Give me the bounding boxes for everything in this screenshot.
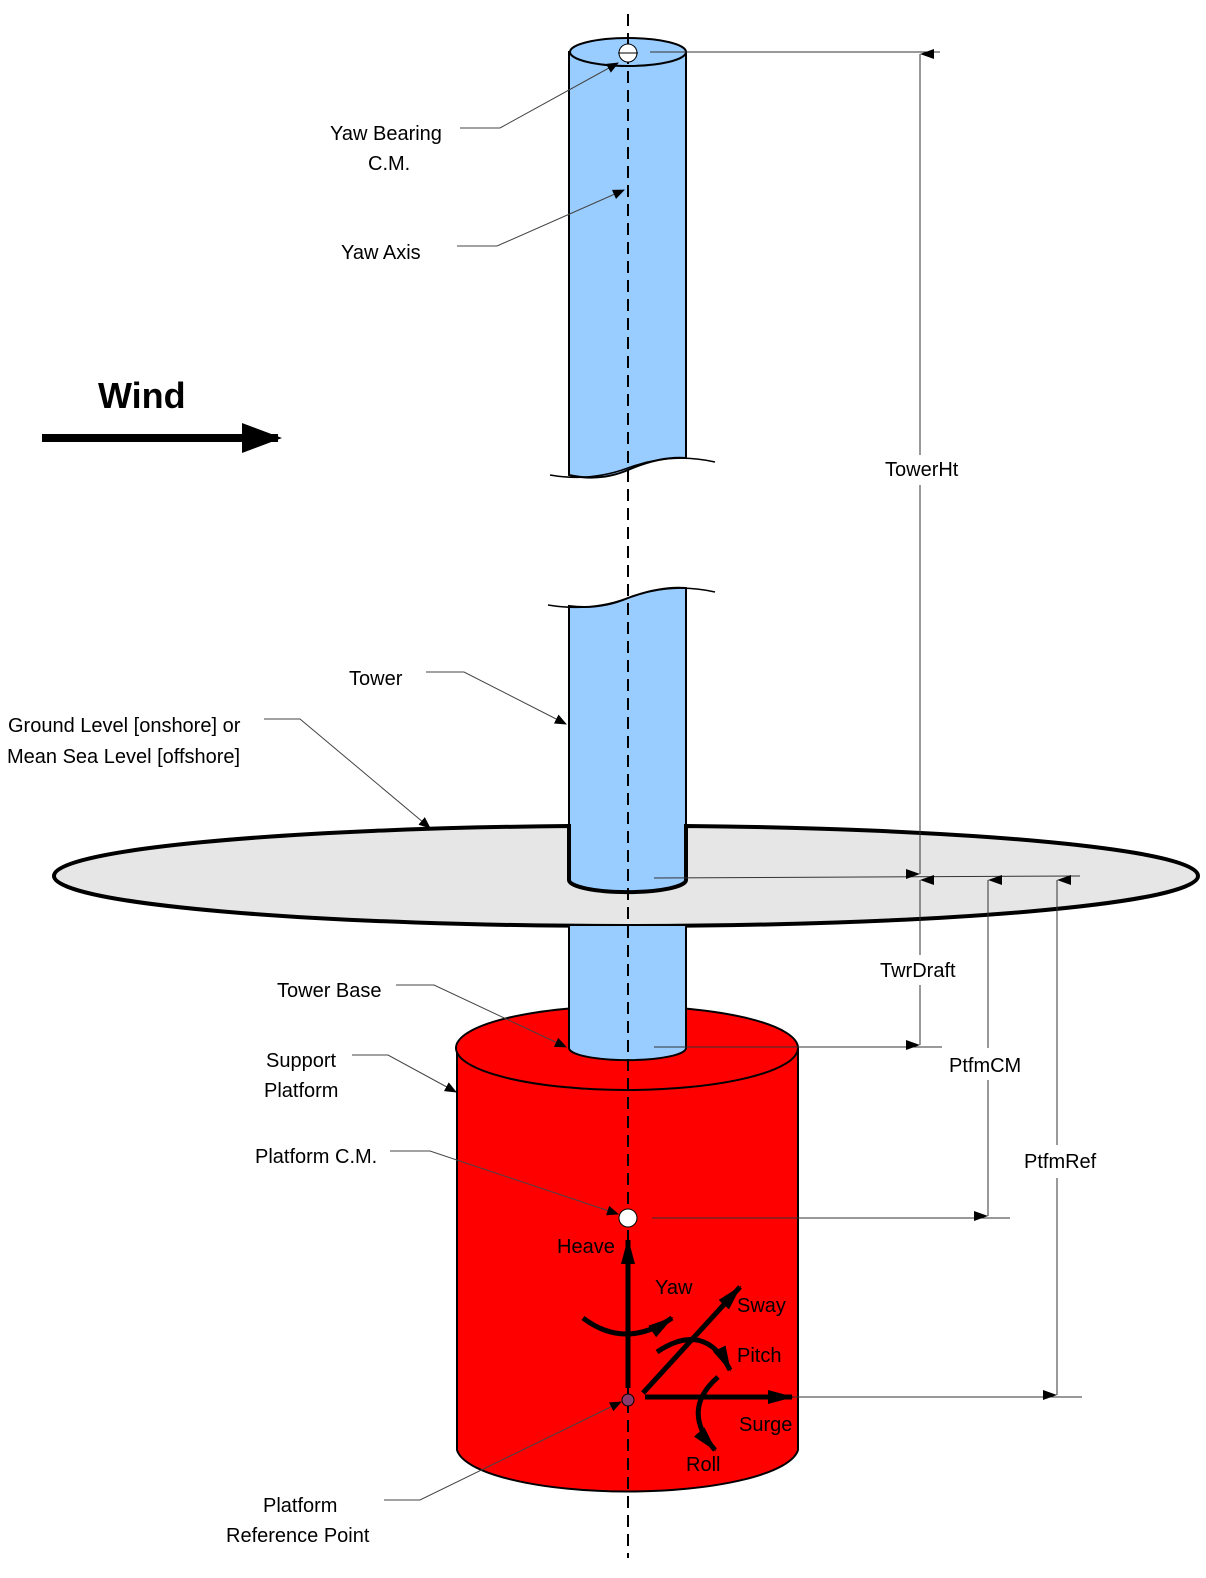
platform-reference-point-marker <box>621 1393 635 1407</box>
label-yaw-bearing-cm: C.M. <box>368 153 410 175</box>
dof-yaw: Yaw <box>655 1277 693 1299</box>
label-platform-ref: Platform <box>263 1495 337 1517</box>
dof-roll: Roll <box>686 1454 720 1476</box>
svg-text:PtfmRef: PtfmRef <box>1024 1151 1097 1173</box>
label-mean-sea-level: Mean Sea Level [offshore] <box>7 746 240 768</box>
svg-text:TowerHt: TowerHt <box>885 459 959 481</box>
label-platform: Platform <box>264 1080 338 1102</box>
dof-heave: Heave <box>557 1236 615 1258</box>
dof-surge: Surge <box>739 1414 792 1436</box>
label-tower: Tower <box>349 668 403 690</box>
dimension-ptfmcm: PtfmCM <box>652 875 1021 1221</box>
roll-arrow-icon <box>693 1375 720 1452</box>
dimension-ptfmref: PtfmRef <box>790 875 1097 1400</box>
pitch-arrow-icon <box>655 1337 733 1372</box>
label-platform-cm: Platform C.M. <box>255 1146 377 1168</box>
label-yaw-axis: Yaw Axis <box>341 242 421 264</box>
label-reference-point: Reference Point <box>226 1525 370 1547</box>
dof-pitch: Pitch <box>737 1345 781 1367</box>
label-support: Support <box>266 1050 336 1072</box>
dimension-towerht: TowerHt <box>650 49 1081 879</box>
dof-arrows <box>581 1238 794 1452</box>
platform-cm-marker <box>618 1208 638 1228</box>
label-ground-level: Ground Level [onshore] or <box>8 715 241 737</box>
tower-upper <box>549 37 716 479</box>
dof-sway: Sway <box>737 1295 786 1317</box>
dimension-twrdraft: TwrDraft <box>654 875 956 1050</box>
label-tower-base: Tower Base <box>277 980 382 1002</box>
label-yaw-bearing: Yaw Bearing <box>330 123 442 145</box>
ground-disc <box>51 823 1201 928</box>
yaw-bearing-cm-marker <box>618 43 638 63</box>
yaw-arrow-icon <box>581 1315 674 1338</box>
svg-text:PtfmCM: PtfmCM <box>949 1055 1021 1077</box>
svg-text:TwrDraft: TwrDraft <box>880 960 956 982</box>
wind-label: Wind <box>98 375 186 416</box>
